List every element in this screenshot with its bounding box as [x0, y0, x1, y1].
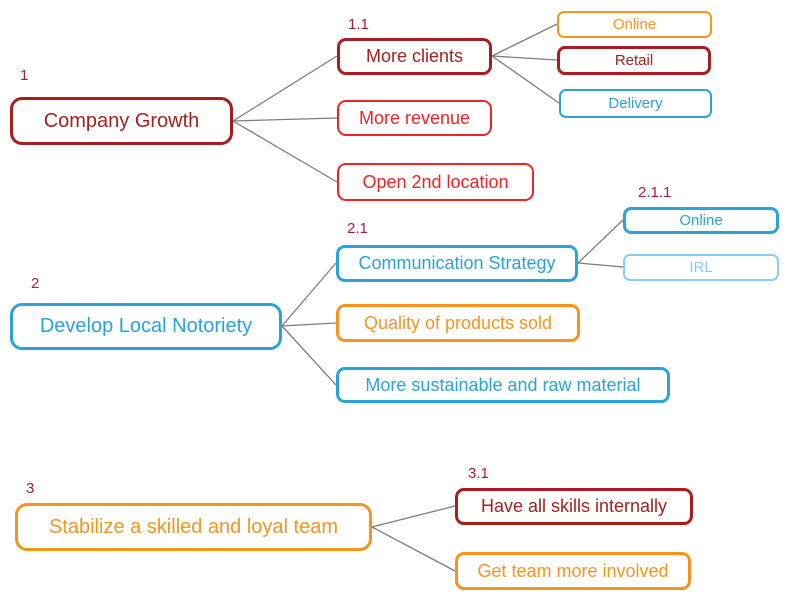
node-label: Stabilize a skilled and loyal team	[48, 515, 339, 538]
node-label: IRL	[689, 259, 713, 276]
connector-line	[232, 55, 338, 122]
node-badge-2-1-1: 2.1.1	[638, 184, 672, 201]
connector-line	[281, 325, 337, 386]
node-communication-strategy[interactable]: Communication Strategy	[336, 245, 578, 282]
node-label: Retail	[614, 52, 654, 69]
node-badge-1: 1	[20, 67, 29, 84]
node-stabilize-team[interactable]: Stabilize a skilled and loyal team	[15, 503, 372, 551]
node-label: Online	[612, 16, 657, 33]
node-badge-3: 3	[26, 480, 35, 497]
connector-line	[232, 120, 338, 183]
node-badge-3-1: 3.1	[468, 465, 489, 482]
connector-line	[577, 219, 624, 264]
node-badge-2-1: 2.1	[347, 220, 368, 237]
connector-line	[281, 322, 337, 327]
connector-line	[232, 117, 338, 122]
connector-line	[281, 262, 337, 327]
node-online-communication[interactable]: Online	[623, 207, 779, 234]
node-more-clients[interactable]: More clients	[337, 38, 492, 75]
connector-line	[491, 55, 558, 61]
node-label: Company Growth	[43, 109, 200, 132]
connector-line	[371, 526, 456, 572]
node-label: More revenue	[358, 107, 471, 128]
node-label: More clients	[365, 46, 464, 66]
node-badge-2: 2	[31, 275, 40, 292]
node-have-all-skills[interactable]: Have all skills internally	[455, 488, 693, 525]
node-label: Communication Strategy	[358, 253, 556, 273]
connector-line	[491, 23, 558, 57]
node-irl[interactable]: IRL	[623, 254, 779, 281]
node-more-revenue[interactable]: More revenue	[337, 100, 492, 136]
node-online-clients[interactable]: Online	[557, 11, 712, 38]
connector-line	[577, 262, 624, 268]
node-label: Get team more involved	[477, 560, 669, 581]
node-delivery[interactable]: Delivery	[559, 89, 712, 118]
node-label: Quality of products sold	[363, 312, 553, 333]
node-label: Delivery	[608, 95, 663, 112]
node-get-team-involved[interactable]: Get team more involved	[455, 552, 691, 590]
node-label: Online	[679, 212, 723, 229]
node-develop-local-notoriety[interactable]: Develop Local Notoriety	[10, 303, 282, 350]
node-open-2nd-location[interactable]: Open 2nd location	[337, 163, 534, 201]
node-badge-1-1: 1.1	[348, 16, 369, 33]
node-quality-of-products[interactable]: Quality of products sold	[336, 304, 580, 342]
node-sustainable-raw-material[interactable]: More sustainable and raw material	[336, 367, 670, 403]
connector-line	[491, 55, 560, 104]
connector-line	[371, 505, 456, 528]
node-label: More sustainable and raw material	[365, 374, 641, 395]
node-label: Have all skills internally	[480, 496, 668, 516]
node-label: Develop Local Notoriety	[39, 315, 253, 337]
node-label: Open 2nd location	[362, 171, 509, 192]
node-company-growth[interactable]: Company Growth	[10, 97, 233, 145]
node-retail[interactable]: Retail	[557, 46, 711, 75]
